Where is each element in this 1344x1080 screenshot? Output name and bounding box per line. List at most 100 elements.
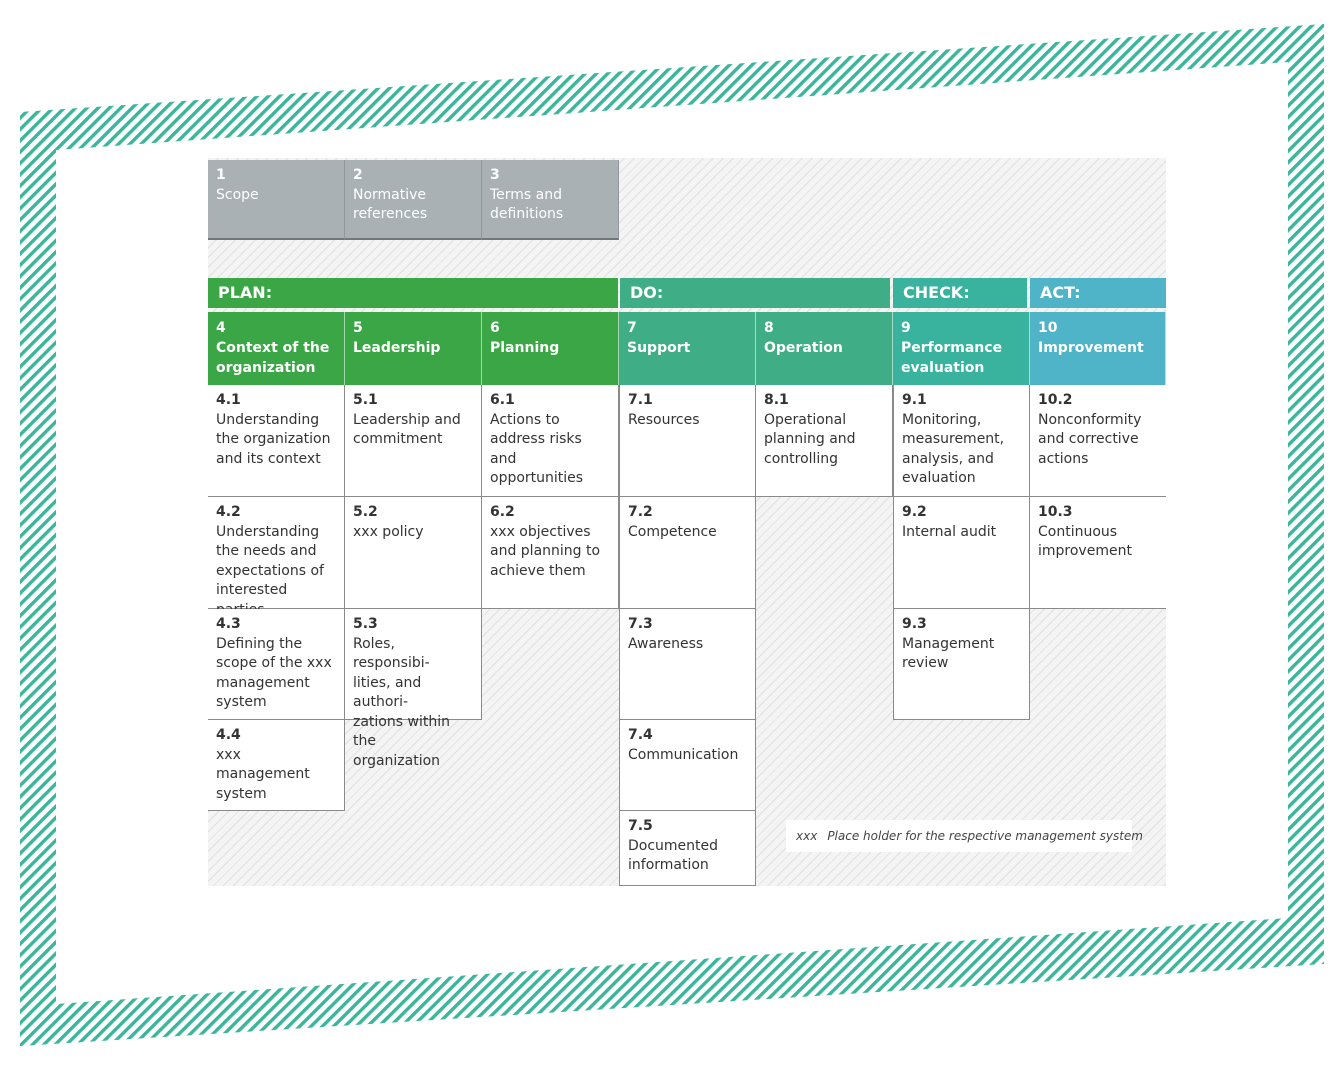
subclause-number: 6.1 xyxy=(490,392,515,408)
subclause-text: Competence xyxy=(628,523,717,540)
subclause-text: Continuous improvement xyxy=(1038,523,1132,560)
subclause-5-1: 5.1 Leadership and commitment xyxy=(345,385,482,497)
clause-text: Scope xyxy=(216,186,259,203)
subclause-number: 4.2 xyxy=(216,504,241,520)
clause-1-box: 1 Scope xyxy=(208,160,345,240)
clause-title: Improvement xyxy=(1038,340,1144,356)
subclause-number: 8.1 xyxy=(764,392,789,408)
clause-text: Terms and definitions xyxy=(490,186,564,223)
subclause-number: 7.3 xyxy=(628,616,653,632)
phase-plan: PLAN: xyxy=(208,278,618,308)
subclause-5-2: 5.2 xxx policy xyxy=(345,497,482,609)
subclause-text: Understanding the needs and expectations… xyxy=(216,523,324,618)
clause-9-header: 9 Performance evaluation xyxy=(893,312,1030,385)
subclause-text: Leadership and commitment xyxy=(353,411,461,448)
subclause-number: 10.3 xyxy=(1038,504,1073,520)
subclause-5-3: 5.3 Roles, responsibi- lities, and autho… xyxy=(345,609,482,769)
clause-number: 6 xyxy=(490,320,500,336)
clause-number: 1 xyxy=(216,167,226,183)
clause-3-box: 3 Terms and definitions xyxy=(482,160,619,240)
clause-title: Performance evaluation xyxy=(901,340,1003,376)
subclause-number: 5.2 xyxy=(353,504,378,520)
subclause-8-1: 8.1 Operational planning and controlling xyxy=(756,385,893,497)
clause-title: Context of the organization xyxy=(216,340,330,376)
clause-text: Normative references xyxy=(353,186,428,223)
subclause-text: xxx policy xyxy=(353,523,424,540)
subclause-9-3: 9.3 Management review xyxy=(893,609,1030,720)
subclause-text: Communication xyxy=(628,746,739,763)
subclause-number: 4.3 xyxy=(216,616,241,632)
subclause-number: 10.2 xyxy=(1038,392,1073,408)
subclause-number: 5.1 xyxy=(353,392,378,408)
subclause-4-4: 4.4 xxx management system xyxy=(208,720,345,811)
subclause-7-5: 7.5 Documented information xyxy=(619,811,756,886)
subclause-9-2: 9.2 Internal audit xyxy=(893,497,1030,609)
subclause-7-1: 7.1 Resources xyxy=(619,385,756,497)
legend-abbreviation: xxx xyxy=(796,829,818,843)
subclause-number: 9.2 xyxy=(902,504,927,520)
subclause-text: Roles, responsibi- lities, and authori- … xyxy=(353,635,450,769)
subclause-number: 4.1 xyxy=(216,392,241,408)
subclause-7-2: 7.2 Competence xyxy=(619,497,756,609)
clause-number: 4 xyxy=(216,320,226,336)
phase-do: DO: xyxy=(620,278,890,308)
subclause-number: 4.4 xyxy=(216,727,241,743)
phase-check: CHECK: xyxy=(893,278,1027,308)
subclause-4-3: 4.3 Defining the scope of the xxx manage… xyxy=(208,609,345,720)
clause-number: 8 xyxy=(764,320,774,336)
phase-label: DO: xyxy=(630,283,664,302)
subclause-text: Defining the scope of the xxx management… xyxy=(216,635,332,711)
subclause-text: xxx management system xyxy=(216,746,310,802)
phase-act: ACT: xyxy=(1030,278,1166,308)
subclause-9-1: 9.1 Monitoring, measurement, analysis, a… xyxy=(893,385,1030,497)
clause-title: Planning xyxy=(490,340,560,356)
clause-7-header: 7 Support xyxy=(619,312,756,385)
subclause-number: 9.1 xyxy=(902,392,927,408)
clause-title: Operation xyxy=(764,340,843,356)
legend: xxx Place holder for the respective manag… xyxy=(786,820,1143,852)
clause-title: Support xyxy=(627,340,691,356)
subclause-6-1: 6.1 Actions to address risks and opportu… xyxy=(482,385,619,497)
subclause-number: 7.1 xyxy=(628,392,653,408)
clause-6-header: 6 Planning xyxy=(482,312,619,385)
clause-number: 9 xyxy=(901,320,911,336)
subclause-text: xxx objectives and planning to achieve t… xyxy=(490,523,601,579)
subclause-number: 6.2 xyxy=(490,504,515,520)
legend-text: Place holder for the respective manageme… xyxy=(827,829,1143,843)
subclause-number: 7.4 xyxy=(628,727,653,743)
subclause-7-3: 7.3 Awareness xyxy=(619,609,756,720)
subclause-text: Resources xyxy=(628,411,700,428)
subclause-text: Awareness xyxy=(628,635,704,652)
subclause-text: Management review xyxy=(902,635,995,672)
clause-10-header: 10 Improvement xyxy=(1030,312,1166,385)
subclause-10-2: 10.2 Nonconformity and corrective action… xyxy=(1030,385,1166,497)
clause-title: Leadership xyxy=(353,340,441,356)
subclause-10-3: 10.3 Continuous improvement xyxy=(1030,497,1166,609)
subclause-text: Internal audit xyxy=(902,523,997,540)
subclause-text: Documented information xyxy=(628,837,719,874)
clause-number: 5 xyxy=(353,320,363,336)
clause-2-box: 2 Normative references xyxy=(345,160,482,240)
frame-border xyxy=(20,24,1324,1046)
clause-5-header: 5 Leadership xyxy=(345,312,482,385)
subclause-text: Monitoring, measurement, analysis, and e… xyxy=(902,411,1005,487)
clause-4-header: 4 Context of the organization xyxy=(208,312,345,385)
phase-label: CHECK: xyxy=(903,283,970,302)
clause-number: 10 xyxy=(1038,320,1058,336)
phase-label: ACT: xyxy=(1040,283,1081,302)
subclause-text: Nonconformity and corrective actions xyxy=(1038,411,1142,467)
subclause-4-2: 4.2 Understanding the needs and expectat… xyxy=(208,497,345,618)
subclause-text: Actions to address risks and opportuniti… xyxy=(490,411,584,487)
clause-8-header: 8 Operation xyxy=(756,312,893,385)
phase-label: PLAN: xyxy=(218,283,273,302)
subclause-text: Understanding the organization and its c… xyxy=(216,411,331,467)
subclause-6-2: 6.2 xxx objectives and planning to achie… xyxy=(482,497,619,609)
clause-number: 7 xyxy=(627,320,637,336)
subclause-text: Operational planning and controlling xyxy=(764,411,856,467)
clause-number: 3 xyxy=(490,167,500,183)
subclause-number: 5.3 xyxy=(353,616,378,632)
subclause-4-1: 4.1 Understanding the organization and i… xyxy=(208,385,345,497)
subclause-number: 7.5 xyxy=(628,818,653,834)
subclause-number: 9.3 xyxy=(902,616,927,632)
